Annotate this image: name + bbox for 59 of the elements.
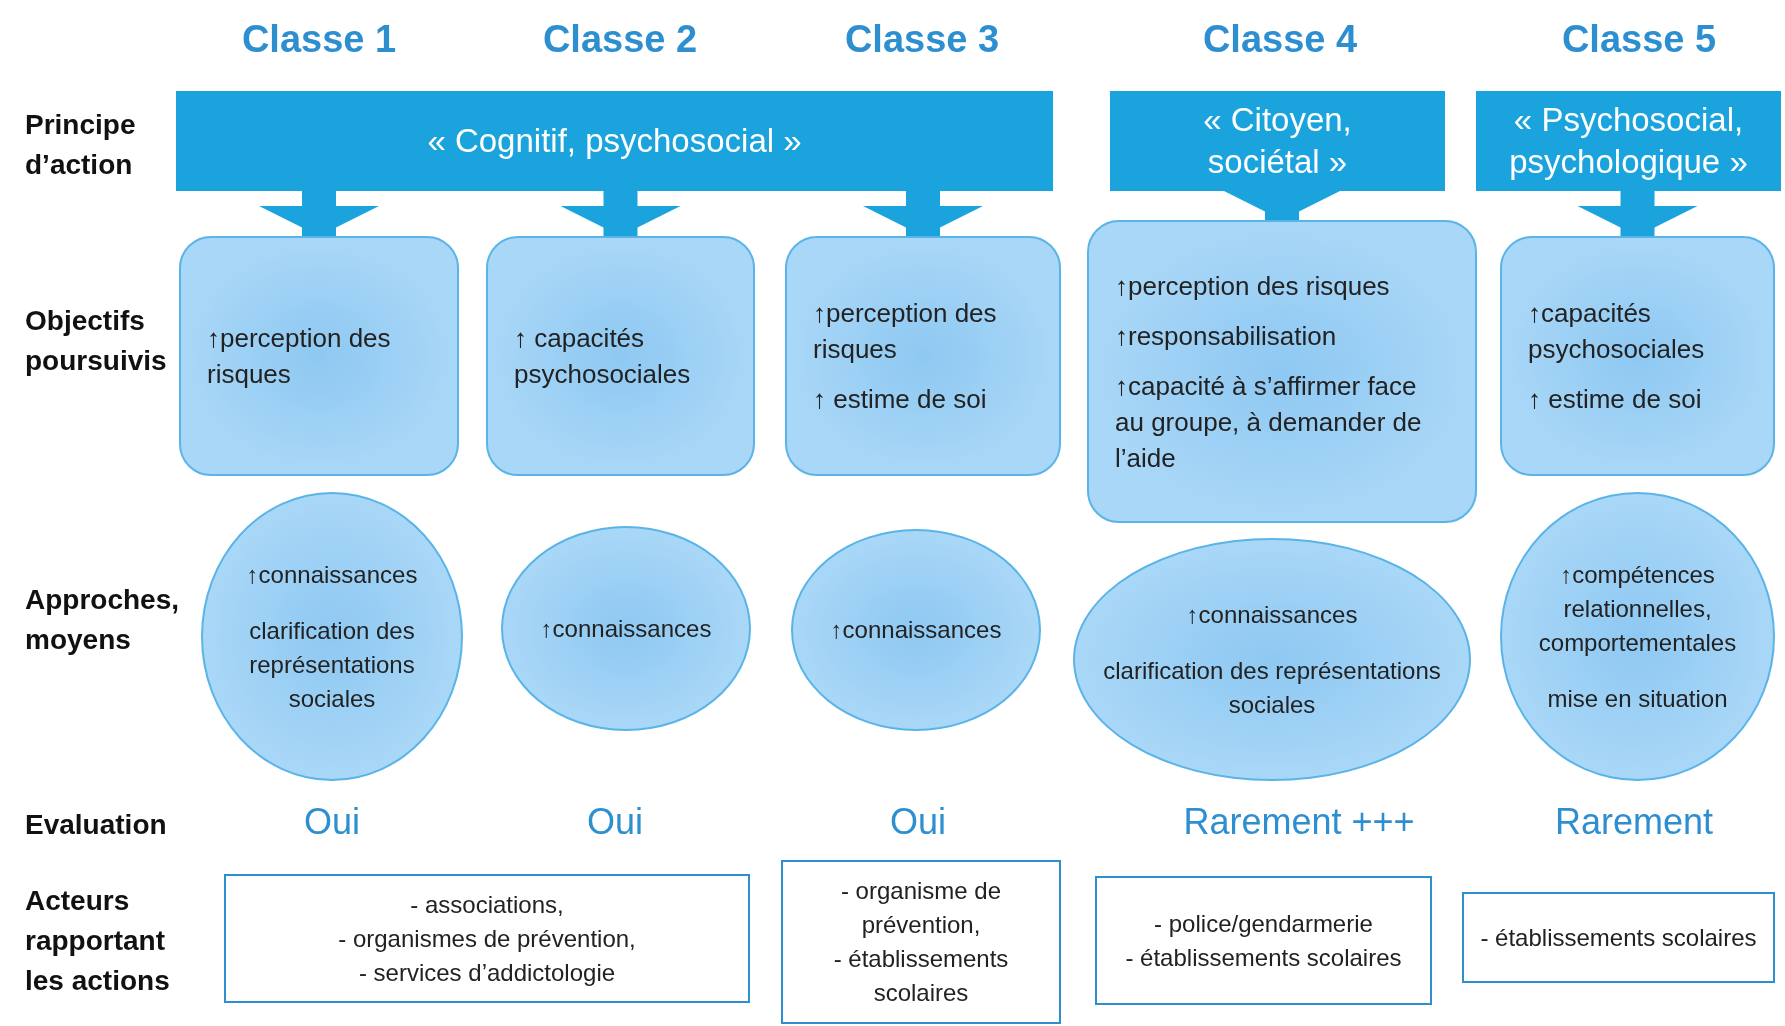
actor-item: - organisme de prévention, xyxy=(839,876,1003,940)
banner xyxy=(176,91,1053,191)
objective-text: ↑connaissances xyxy=(246,559,418,590)
column-heading: Classe 5 xyxy=(1561,18,1717,61)
objective-text: ↑responsabilisation xyxy=(1115,319,1338,353)
column-heading: Classe 3 xyxy=(844,18,1000,61)
row-heading: Principe d’action xyxy=(25,108,137,182)
objective-text: ↑ capacités psychosociales xyxy=(514,322,692,391)
banner xyxy=(1110,91,1445,191)
evaluation-value: Oui xyxy=(587,801,643,843)
text-box xyxy=(1462,892,1775,983)
rounded-box xyxy=(486,236,755,476)
rounded-box xyxy=(1087,220,1477,523)
objective-text: ↑connaissances xyxy=(1186,599,1358,630)
row-heading: Approches, moyens xyxy=(25,583,181,657)
rounded-box xyxy=(785,236,1061,476)
actor-item: - établissements scolaires xyxy=(1125,942,1402,973)
objective-text: ↑perception des risques xyxy=(1115,269,1391,303)
objective-text: ↑capacité à s’affirmer face au groupe, à demander de l’aide xyxy=(1115,369,1423,475)
principle-text: « Cognitif, psychosocial » xyxy=(427,121,802,161)
text-box xyxy=(224,874,750,1003)
row-heading: Objectifs poursuivis xyxy=(25,304,168,378)
actor-item: - organismes de prévention, xyxy=(338,923,636,954)
objective-text: ↑perception des risques xyxy=(813,297,998,366)
objective-text: clarification des représentations sociales xyxy=(248,615,416,714)
rounded-box xyxy=(179,236,459,476)
evaluation-value: Rarement +++ xyxy=(1183,801,1415,843)
rounded-box xyxy=(1500,236,1775,476)
actor-item: - services d’addictologie xyxy=(358,957,616,988)
actor-item: - police/gendarmerie xyxy=(1154,908,1373,939)
evaluation-value: Rarement xyxy=(1554,801,1714,843)
text-box xyxy=(1095,876,1432,1005)
row-heading: Evaluation xyxy=(25,808,168,842)
column-heading: Classe 4 xyxy=(1202,18,1358,61)
column-heading: Classe 2 xyxy=(542,18,698,61)
objective-text: ↑compétences relationnelles, comportementales xyxy=(1537,559,1738,658)
principle-text: « Citoyen, sociétal » xyxy=(1202,100,1353,182)
block-arrow xyxy=(863,191,983,236)
actor-item: - associations, xyxy=(410,889,564,920)
objective-text: ↑connaissances xyxy=(540,613,712,644)
objective-text: ↑capacités psychosociales xyxy=(1528,297,1706,366)
column-heading: Classe 1 xyxy=(241,18,397,61)
block-arrow xyxy=(1577,191,1698,236)
objective-text: ↑connaissances xyxy=(830,615,1002,645)
principle-text: « Psychosocial, psychologique » xyxy=(1508,100,1749,182)
objective-text: clarification des représentations sociales xyxy=(1102,655,1442,720)
text-box xyxy=(781,860,1061,1024)
objective-text: ↑perception des risques xyxy=(207,322,392,391)
row-heading: Acteurs rapportant les actions xyxy=(25,884,171,998)
block-arrow xyxy=(560,191,681,236)
actor-item: - établissements scolaires xyxy=(832,944,1010,1008)
objective-text: ↑ estime de soi xyxy=(1528,383,1703,416)
banner xyxy=(1476,91,1781,191)
objective-text: mise en situation xyxy=(1547,683,1728,714)
evaluation-value: Oui xyxy=(304,801,360,843)
block-arrow xyxy=(259,191,379,236)
evaluation-value: Oui xyxy=(890,801,946,843)
objective-text: ↑ estime de soi xyxy=(813,383,988,416)
actor-item: - établissements scolaires xyxy=(1480,922,1757,953)
